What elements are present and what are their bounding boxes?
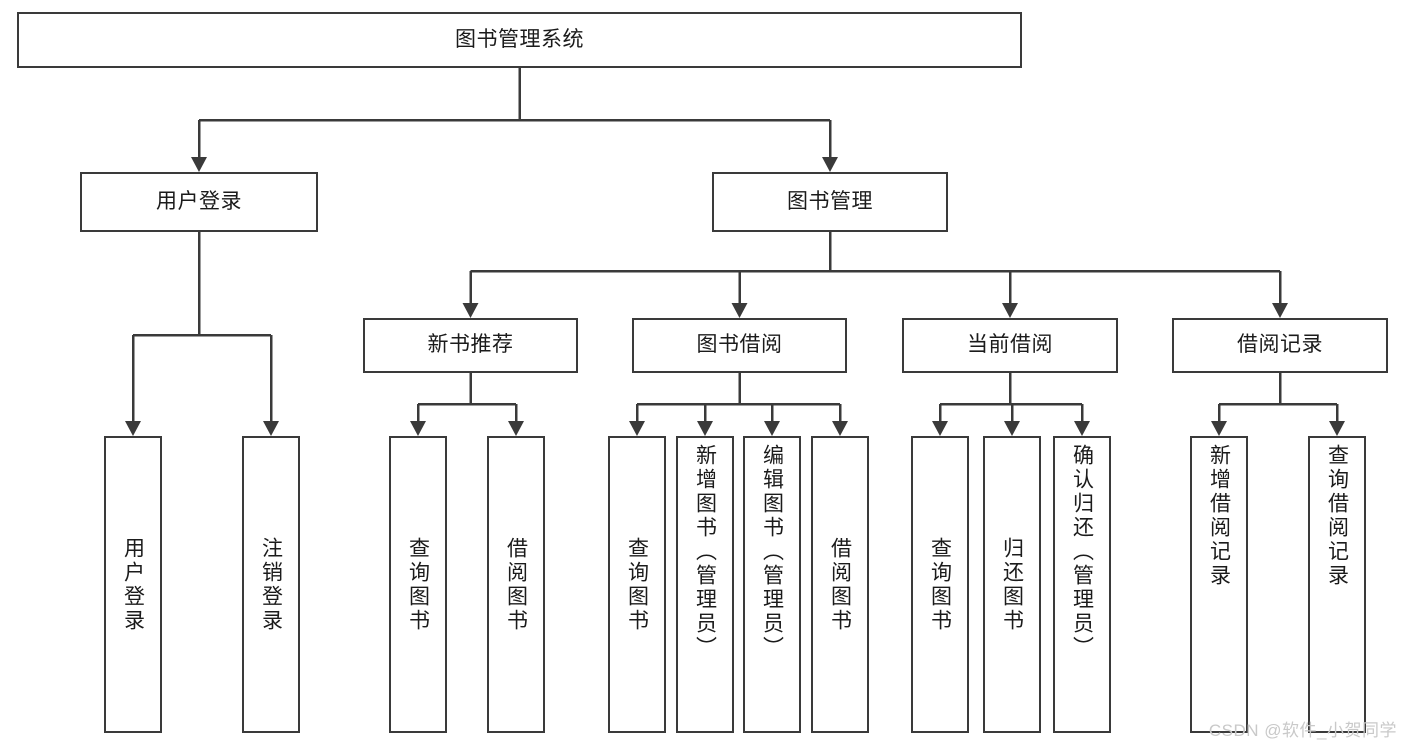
arrow-head: [1329, 421, 1345, 436]
arrow-head: [629, 421, 645, 436]
node-leaf-logout[interactable]: 注销登录: [242, 436, 300, 733]
node-label: 注销登录: [259, 536, 283, 633]
node-current[interactable]: 当前借阅: [902, 318, 1118, 373]
node-label: 编辑图书（管理员）: [760, 444, 784, 660]
node-label: 借阅记录: [1237, 333, 1323, 357]
node-label: 查询图书: [928, 536, 952, 633]
node-label: 用户登录: [121, 536, 145, 633]
arrow-head: [410, 421, 426, 436]
node-root[interactable]: 图书管理系统: [17, 12, 1022, 68]
node-label: 当前借阅: [967, 333, 1053, 357]
arrow-head: [697, 421, 713, 436]
node-leaf-query-book[interactable]: 查询图书: [608, 436, 666, 733]
node-label: 图书借阅: [696, 333, 783, 357]
arrow-head: [932, 421, 948, 436]
arrow-head: [764, 421, 780, 436]
node-login[interactable]: 用户登录: [80, 172, 318, 232]
node-leaf-add-book[interactable]: 新增图书（管理员）: [676, 436, 734, 733]
node-label: 用户登录: [156, 189, 242, 213]
node-newbook[interactable]: 新书推荐: [363, 318, 578, 373]
node-label: 图书管理系统: [455, 27, 584, 51]
arrow-head: [822, 157, 838, 172]
arrow-head: [462, 303, 479, 318]
node-leaf-query-new[interactable]: 查询图书: [389, 436, 447, 733]
node-label: 查询图书: [625, 536, 649, 633]
arrow-head: [1272, 303, 1288, 318]
arrow-head: [263, 421, 279, 436]
node-bookmgmt[interactable]: 图书管理: [712, 172, 948, 232]
node-leaf-edit-book[interactable]: 编辑图书（管理员）: [743, 436, 801, 733]
node-label: 查询借阅记录: [1325, 444, 1349, 588]
node-label: 新增图书（管理员）: [693, 444, 717, 660]
node-leaf-login[interactable]: 用户登录: [104, 436, 162, 733]
node-leaf-confirm[interactable]: 确认归还（管理员）: [1053, 436, 1111, 733]
node-label: 确认归还（管理员）: [1070, 444, 1094, 660]
node-label: 图书管理: [787, 189, 873, 213]
node-label: 新增借阅记录: [1207, 444, 1231, 588]
node-label: 借阅图书: [504, 536, 528, 633]
node-label: 借阅图书: [828, 536, 852, 633]
arrow-head: [1074, 421, 1090, 436]
node-records[interactable]: 借阅记录: [1172, 318, 1388, 373]
arrow-head: [1002, 303, 1018, 318]
node-label: 查询图书: [406, 536, 430, 633]
arrow-head: [731, 303, 748, 318]
watermark: CSDN @软件_小贺同学: [1208, 721, 1397, 740]
node-label: 归还图书: [1000, 536, 1024, 633]
node-leaf-return[interactable]: 归还图书: [983, 436, 1041, 733]
arrow-head: [1211, 421, 1227, 436]
arrow-head: [832, 421, 848, 436]
arrow-head: [125, 421, 141, 436]
node-leaf-borrow-new[interactable]: 借阅图书: [487, 436, 545, 733]
node-label: 新书推荐: [427, 333, 514, 357]
node-leaf-query-rec[interactable]: 查询借阅记录: [1308, 436, 1366, 733]
node-borrow[interactable]: 图书借阅: [632, 318, 847, 373]
arrow-head: [508, 421, 524, 436]
node-leaf-query-cur[interactable]: 查询图书: [911, 436, 969, 733]
arrow-head: [191, 157, 207, 172]
arrow-head: [1004, 421, 1020, 436]
node-leaf-add-rec[interactable]: 新增借阅记录: [1190, 436, 1248, 733]
node-leaf-borrow-book[interactable]: 借阅图书: [811, 436, 869, 733]
